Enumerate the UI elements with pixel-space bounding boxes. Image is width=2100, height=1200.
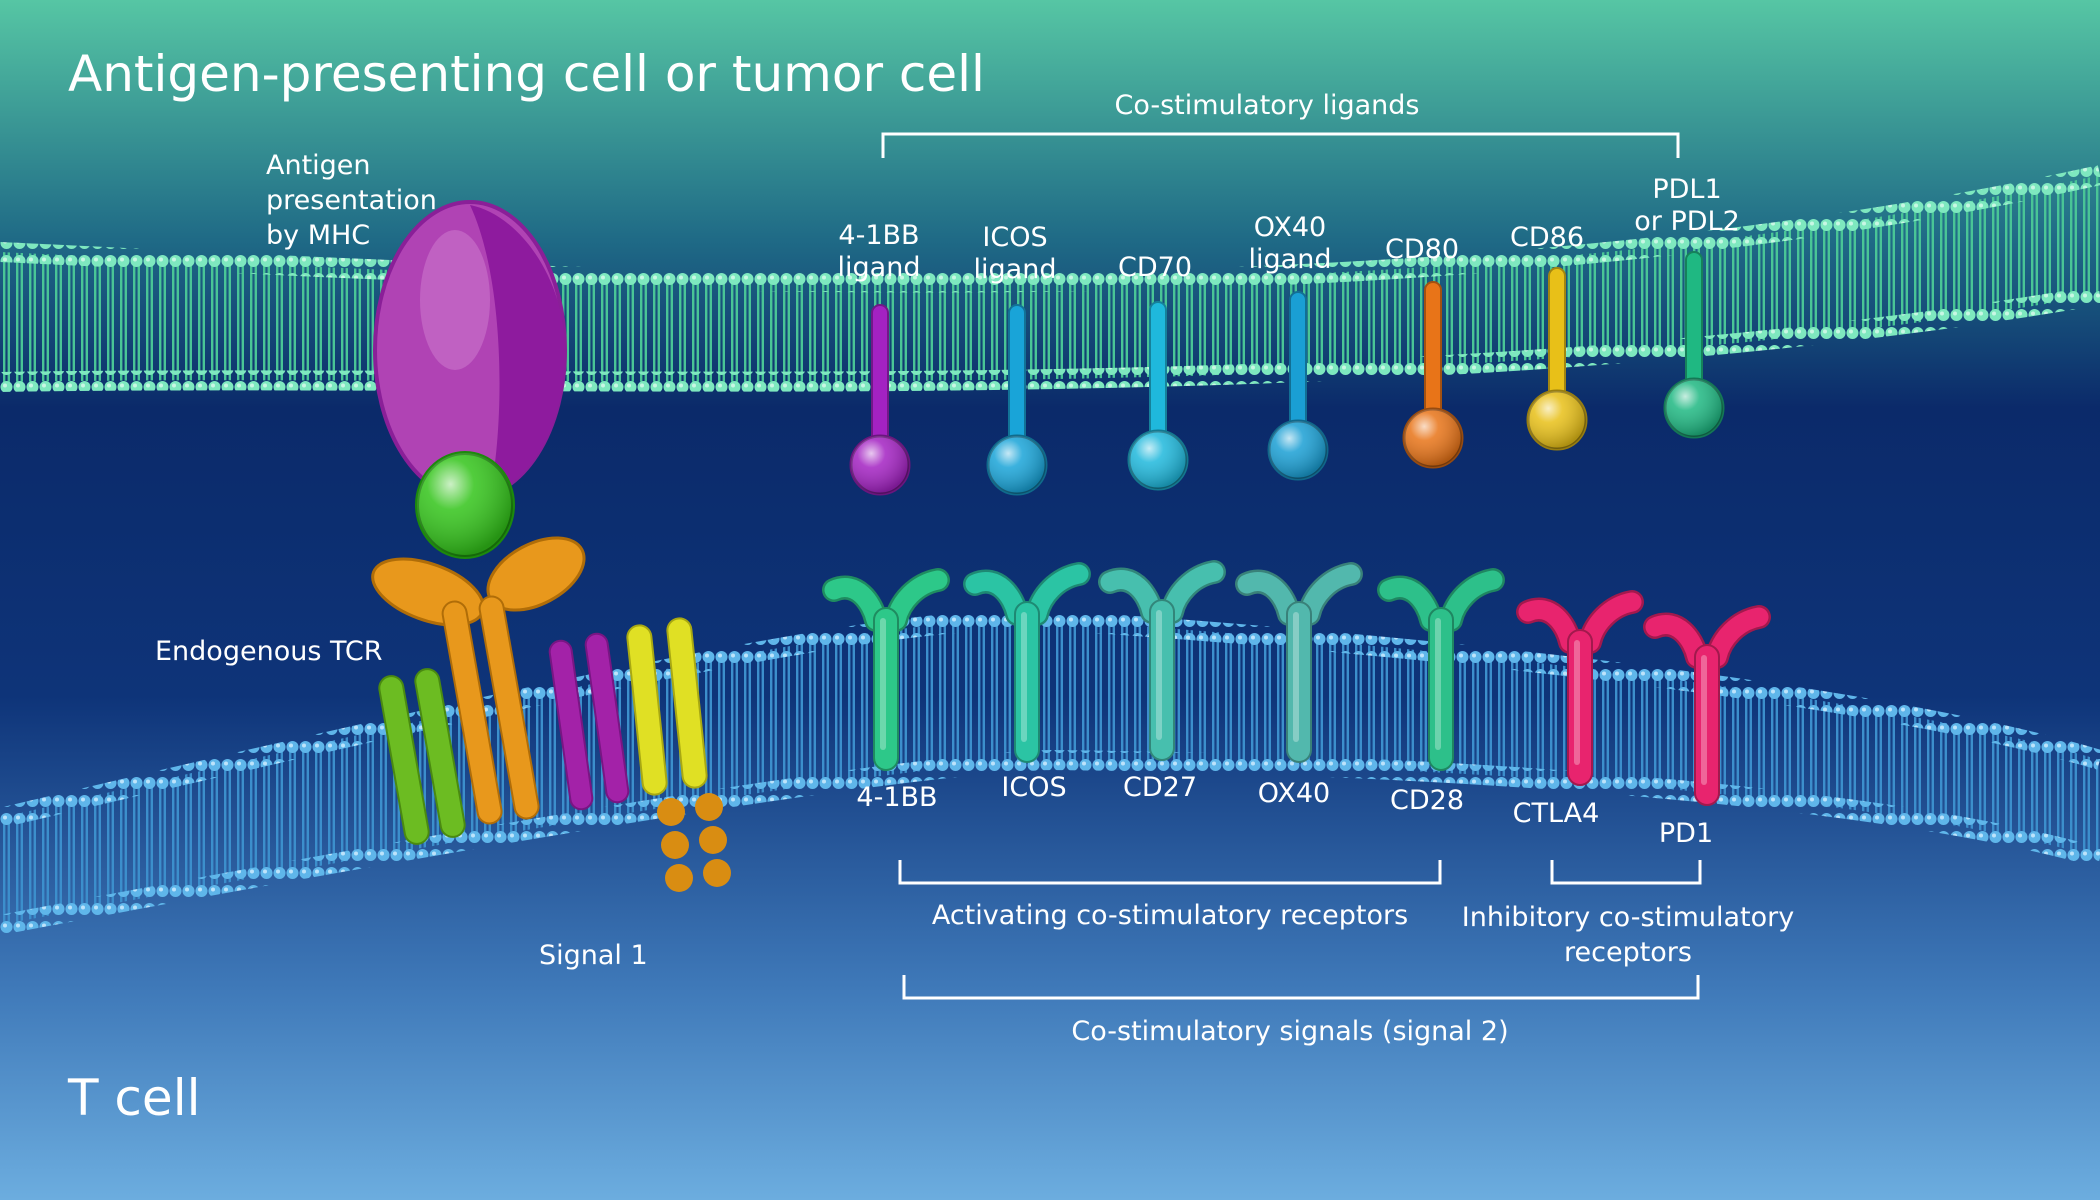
bracket-activating: [898, 860, 1442, 885]
receptor-3: [1235, 562, 1363, 763]
endogenous-tcr-label: Endogenous TCR: [155, 636, 383, 667]
brackets: [881, 132, 1702, 1000]
ligand-3: [1267, 291, 1329, 481]
bracket-costim-signals: [902, 975, 1700, 1000]
costim-signals-label: Co-stimulatory signals (signal 2): [1071, 1016, 1509, 1047]
activating-receptors-label: Activating co-stimulatory receptors: [931, 900, 1409, 931]
receptor-label-icos: ICOS: [1001, 772, 1067, 803]
receptor-layer: [822, 560, 1771, 806]
receptor-label-cd27: CD27: [1123, 772, 1197, 803]
receptor-0: [822, 568, 950, 771]
ligand-layer: [849, 251, 1725, 496]
signal1-label: Signal 1: [539, 940, 648, 971]
apc-title: Antigen-presenting cell or tumor cell: [68, 45, 985, 103]
ligand-label-pdl: PDL1 or PDL2: [1634, 174, 1740, 238]
receptor-5: [1516, 590, 1644, 786]
tcr-complex: [371, 536, 731, 892]
ligand-label-cd86: CD86: [1510, 222, 1584, 253]
ligand-1: [986, 304, 1048, 496]
ligand-label-cd70: CD70: [1118, 252, 1192, 283]
ligand-2: [1127, 301, 1189, 491]
receptor-label-ox40: OX40: [1257, 778, 1331, 809]
bracket-inhibitory: [1550, 860, 1702, 885]
receptor-1: [963, 562, 1091, 763]
ligand-5: [1526, 267, 1588, 451]
tcell-title: T cell: [68, 1069, 201, 1127]
receptor-label-pd1: PD1: [1658, 818, 1714, 849]
ligand-label-ox40: OX40 ligand: [1248, 212, 1332, 276]
receptor-label-4-1bb: 4-1BB: [856, 782, 938, 813]
antigen-peptide: [415, 451, 515, 559]
ligand-label-cd80: CD80: [1385, 234, 1459, 265]
receptor-4: [1377, 568, 1505, 771]
antigen-presentation-label: Antigen presentation by MHC: [266, 150, 437, 252]
bracket-costim-ligands: [881, 132, 1680, 158]
costim-ligands-label: Co-stimulatory ligands: [1114, 90, 1420, 121]
receptor-2: [1098, 560, 1226, 761]
receptor-6: [1643, 605, 1771, 806]
ligand-4: [1402, 281, 1464, 469]
receptor-label-ctla4: CTLA4: [1512, 798, 1600, 829]
inhibitory-receptors-label: Inhibitory co-stimulatory receptors: [1461, 902, 1795, 969]
ligand-label-4-1bb: 4-1BB ligand: [837, 220, 921, 284]
ligand-6: [1663, 251, 1725, 439]
ligand-label-icos: ICOS ligand: [973, 222, 1057, 286]
receptor-label-cd28: CD28: [1390, 785, 1464, 816]
ligand-0: [849, 304, 911, 496]
mhc-complex: [373, 200, 567, 500]
